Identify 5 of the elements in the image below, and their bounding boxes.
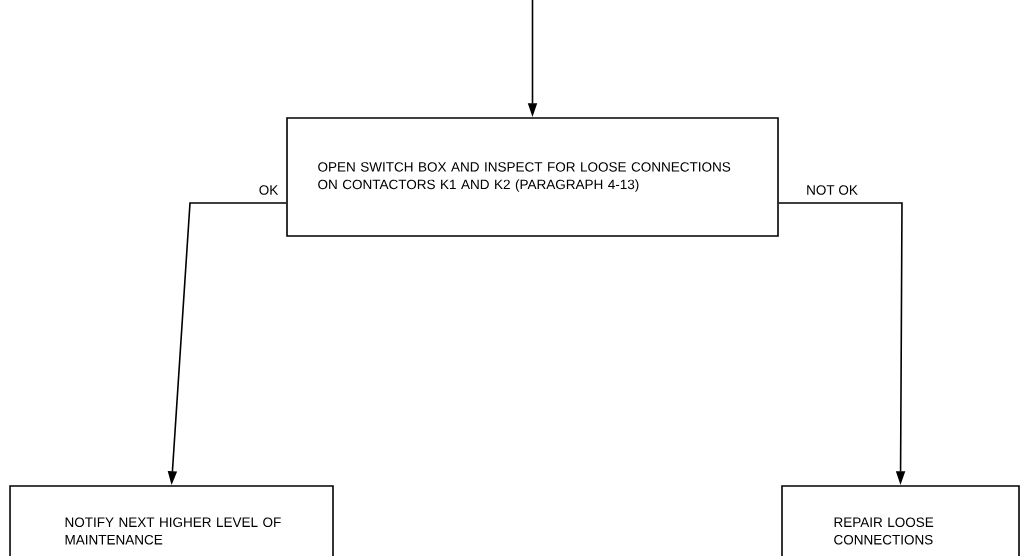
process-box: OPEN SWITCH BOX AND INSPECT FOR LOOSE CONNECTIONS ON CONTACTORS K1 AND K2 (PARAGRAPH 4-13) (286, 117, 779, 237)
process-box: NOTIFY NEXT HIGHER LEVEL OF MAINTENANCE (9, 485, 334, 556)
edge-label: NOT OK (805, 184, 859, 196)
edge-label: OK (257, 184, 280, 196)
process-box: REPAIR LOOSE CONNECTIONS (781, 485, 1020, 556)
